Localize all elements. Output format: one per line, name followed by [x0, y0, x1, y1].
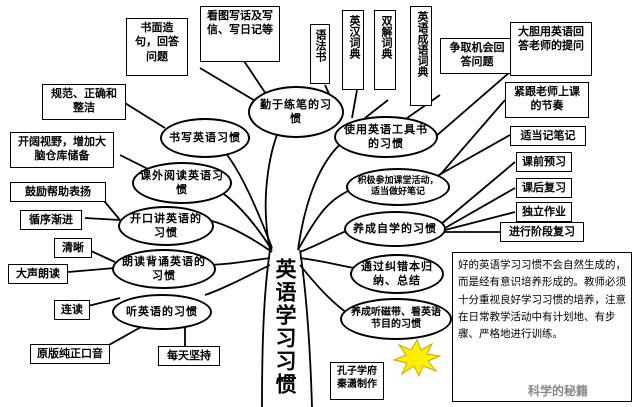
- detail-answer-teacher: 大胆用英语回答老师的提问: [510, 22, 592, 76]
- branch-reading-aloud: 朗读背诵英语的习惯: [112, 249, 216, 289]
- watermark: 科学的秘籍: [528, 384, 589, 398]
- detail-loud-reading: 大声朗读: [8, 264, 68, 284]
- detail-idiom-dictionary: 英语成语词典: [410, 6, 432, 106]
- detail-native-accent: 原版纯正口音: [30, 344, 110, 364]
- detail-encourage: 鼓励帮助表扬: [10, 182, 106, 202]
- author-label: 孔子学府秦潇制作: [330, 362, 384, 400]
- trunk-title: 英语学习习惯: [273, 258, 297, 396]
- detail-linking: 连读: [54, 300, 90, 320]
- detail-bilingual-dictionary: 双解词典: [374, 10, 396, 90]
- branch-writing-practice: 勤于练笔的习惯: [248, 86, 344, 138]
- detail-daily-practice: 每天坚持: [158, 346, 220, 366]
- detail-take-notes: 适当记笔记: [510, 126, 586, 146]
- detail-clear: 清晰: [54, 238, 92, 258]
- detail-grammar-book: 语法书: [310, 24, 330, 84]
- detail-review: 课后复习: [516, 178, 572, 198]
- branch-handwriting: 书写英语习惯: [160, 118, 250, 158]
- detail-stage-review: 进行阶段复习: [500, 222, 584, 242]
- detail-broaden-vision: 开阔视野，增加大脑仓库储备: [10, 132, 114, 168]
- detail-homework: 独立作业: [516, 202, 572, 222]
- detail-preview: 课前预习: [516, 152, 572, 172]
- branch-speaking: 开口讲英语的习惯: [118, 206, 214, 246]
- detail-answer-questions: 争取机会回答问题: [440, 38, 514, 74]
- branch-listening: 听英语的习惯: [112, 294, 212, 330]
- branch-error-notebook: 通过纠错本归纳、总结: [350, 254, 444, 294]
- detail-neat-writing: 规范、正确和整洁: [42, 84, 126, 120]
- detail-step-by-step: 循序渐进: [20, 210, 82, 230]
- note-box: 好的英语学习习惯不会自然生成的，而是经有意识培养形成的。教师必须十分重视良好学习…: [452, 252, 632, 402]
- detail-diary-writing: 看图写话及写信、写日记等: [200, 6, 280, 62]
- branch-extracurricular-reading: 课外阅读英语习惯: [132, 162, 232, 204]
- detail-sentence-making: 书面造句，回答问题: [126, 18, 188, 76]
- branch-tapes-programs: 养成听磁带、看英语节目的习惯: [340, 298, 452, 340]
- branch-self-study: 养成自学的习惯: [344, 211, 446, 247]
- branch-class-activities: 积极参加课堂活动，适当做好笔记: [346, 168, 450, 206]
- branch-reference-books: 使用英语工具书的习惯: [334, 116, 438, 158]
- star-burst-icon: [392, 338, 442, 378]
- detail-follow-rhythm: 紧跟老师上课的节奏: [505, 82, 589, 118]
- detail-en-cn-dictionary: 英汉词典: [342, 10, 364, 90]
